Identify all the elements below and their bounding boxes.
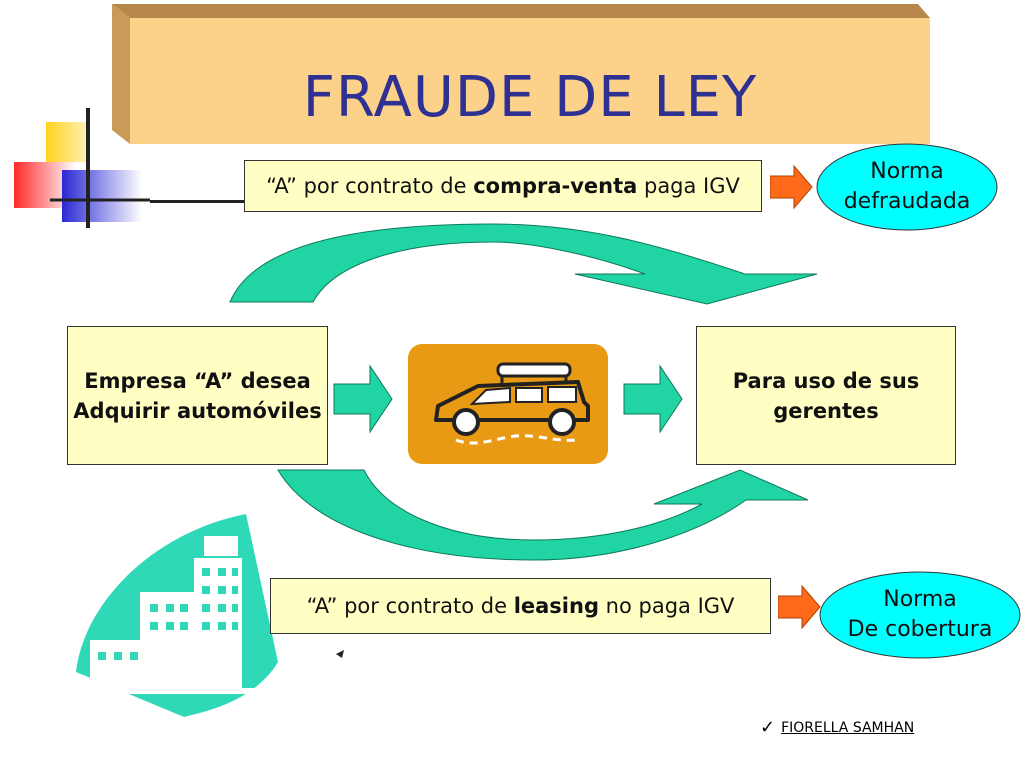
gerentes-line2: gerentes xyxy=(773,398,879,423)
arrow-to-gerentes xyxy=(623,364,683,434)
norma-defraudada-line1: Norma xyxy=(870,159,944,184)
empresa-box: Empresa “A” desea Adquirir automóviles xyxy=(67,326,328,465)
norma-cobertura-ellipse xyxy=(819,571,1021,659)
gerentes-line1: Para uso de sus xyxy=(732,368,920,393)
author-name: FIORELLA SAMHAN xyxy=(781,719,915,736)
norma-defraudada-line2: defraudada xyxy=(843,189,971,214)
check-icon: ✓ xyxy=(760,717,776,738)
car-icon xyxy=(434,362,590,445)
car-badge xyxy=(408,344,608,464)
empresa-line1: Empresa “A” desea xyxy=(84,368,311,393)
pointer-icon xyxy=(336,650,344,658)
arrow-to-norma-defraudada xyxy=(770,164,813,210)
bottom-statement: “A” por contrato de leasing no paga IGV xyxy=(270,578,771,634)
top-statement-prefix: “A” por contrato de xyxy=(266,174,474,198)
title-banner xyxy=(112,4,930,144)
gerentes-box: Para uso de sus gerentes xyxy=(696,326,956,465)
norma-cobertura-line2: De cobertura xyxy=(847,617,993,642)
norma-defraudada-label: Norma defraudada xyxy=(815,142,999,232)
bottom-statement-prefix: “A” por contrato de xyxy=(306,594,514,618)
norma-cobertura-line1: Norma xyxy=(883,587,957,612)
decorative-squares xyxy=(14,108,150,228)
footer-credit: ✓ FIORELLA SAMHAN xyxy=(760,717,914,738)
arrow-to-car xyxy=(333,364,393,434)
top-statement: “A” por contrato de compra-venta paga IG… xyxy=(244,160,762,212)
norma-defraudada-ellipse xyxy=(816,143,998,231)
building-icon xyxy=(76,514,278,717)
bottom-statement-suffix: no paga IGV xyxy=(598,594,735,618)
norma-cobertura-label: Norma De cobertura xyxy=(818,570,1022,660)
empresa-line2: Adquirir automóviles xyxy=(73,398,322,423)
top-curved-arrow xyxy=(229,223,818,305)
decorative-line xyxy=(150,200,250,203)
top-statement-emphasis: compra-venta xyxy=(473,174,638,198)
bottom-statement-emphasis: leasing xyxy=(513,594,599,618)
arrow-to-norma-cobertura xyxy=(778,584,821,630)
bottom-curved-arrow xyxy=(277,469,809,561)
top-statement-suffix: paga IGV xyxy=(637,174,740,198)
page-title: FRAUDE DE LEY xyxy=(302,65,758,130)
